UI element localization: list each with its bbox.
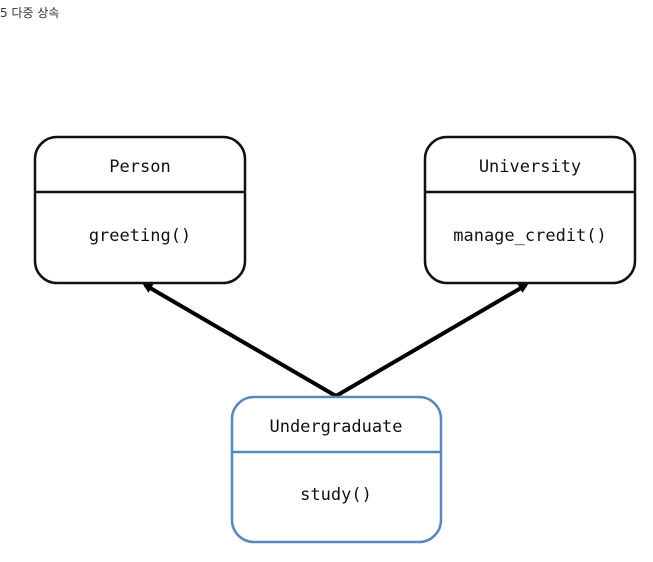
class-box-person: Person greeting() xyxy=(33,135,247,285)
method-undergraduate: study() xyxy=(300,485,372,505)
inheritance-arrow-university xyxy=(334,283,529,398)
method-university: manage_credit() xyxy=(453,226,607,246)
section-caption: 5 다중 상속 xyxy=(0,6,60,20)
inheritance-arrow-person xyxy=(142,283,338,398)
method-person: greeting() xyxy=(89,226,191,246)
class-box-undergraduate: Undergraduate study() xyxy=(230,395,443,544)
class-name-undergraduate: Undergraduate xyxy=(269,417,402,437)
class-name-university: University xyxy=(479,157,581,177)
class-box-university: University manage_credit() xyxy=(423,135,637,285)
class-name-person: Person xyxy=(109,157,170,177)
